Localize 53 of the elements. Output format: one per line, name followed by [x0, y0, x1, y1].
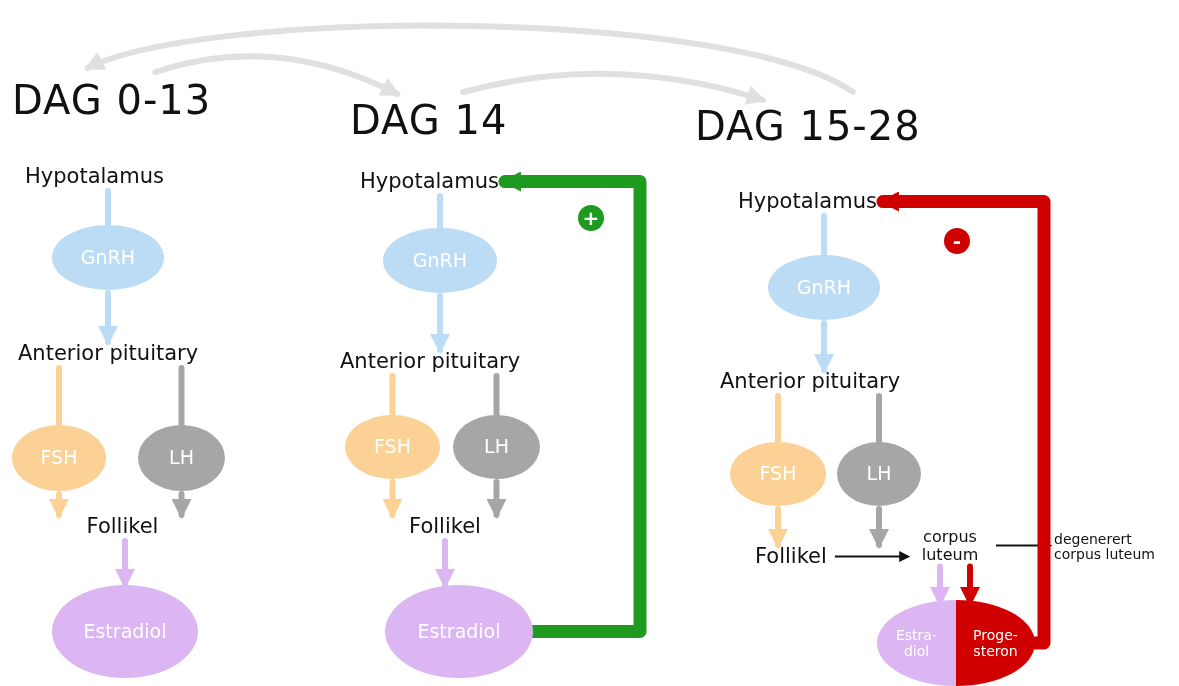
hormone-label: LH	[169, 447, 194, 469]
day-heading: DAG 15-28	[695, 106, 921, 146]
node-label: corpus luteum	[920, 528, 980, 564]
arrow	[460, 70, 767, 106]
connector-line	[876, 393, 882, 445]
arrow	[768, 506, 788, 549]
connector-line	[105, 188, 111, 228]
node-label: Follikel	[409, 515, 481, 539]
arrow	[98, 290, 118, 346]
hormone-label: FSH	[759, 463, 797, 485]
connector-line	[178, 365, 185, 428]
arrow	[49, 491, 69, 519]
feedback-arrow	[876, 191, 1051, 650]
connector-line	[437, 193, 443, 231]
node-label: Hypotalamus	[25, 165, 164, 189]
node-label: Hypotalamus	[360, 170, 499, 194]
node-label: Anterior pituitary	[340, 350, 521, 374]
arrow	[171, 491, 192, 519]
hormone-label: Estradiol	[417, 620, 501, 643]
node-label: Follikel	[755, 545, 827, 569]
hormone-label: GnRH	[80, 246, 136, 269]
hormone-label: Estra- diol	[895, 626, 938, 660]
connector-line	[775, 393, 781, 445]
node-label: degenerert corpus luteum	[1054, 532, 1156, 563]
node-label: Anterior pituitary	[18, 342, 199, 366]
node-label: Follikel	[86, 515, 159, 539]
arrow	[486, 479, 507, 519]
feedback-arrow	[498, 171, 647, 638]
hormone-label: Estradiol	[83, 620, 167, 643]
node-label: Hypotalamus	[738, 190, 877, 214]
arrow	[382, 479, 403, 519]
hormone-label: LH	[484, 436, 509, 458]
hormone-label: GnRH	[412, 249, 468, 272]
arrow	[833, 551, 911, 563]
day-heading: DAG 14	[350, 100, 508, 140]
connector-line	[389, 373, 396, 418]
hormone-label: FSH	[374, 436, 411, 458]
hormone-label: GnRH	[796, 276, 852, 299]
feedback-sign: -	[944, 228, 970, 254]
connector-line	[56, 365, 62, 428]
hormone-label: LH	[866, 463, 892, 485]
arrow	[814, 320, 834, 374]
connector-line	[821, 213, 827, 258]
arrow	[152, 53, 401, 97]
connector-line	[493, 373, 500, 418]
day-heading: DAG 0-13	[12, 80, 212, 120]
node-label: Anterior pituitary	[720, 370, 901, 394]
arrow	[869, 506, 889, 549]
hormone-label: Proge- steron	[972, 626, 1019, 660]
feedback-sign: +	[578, 205, 604, 231]
arrow	[430, 293, 450, 354]
arrow	[83, 23, 856, 95]
hormone-label: FSH	[40, 447, 78, 469]
